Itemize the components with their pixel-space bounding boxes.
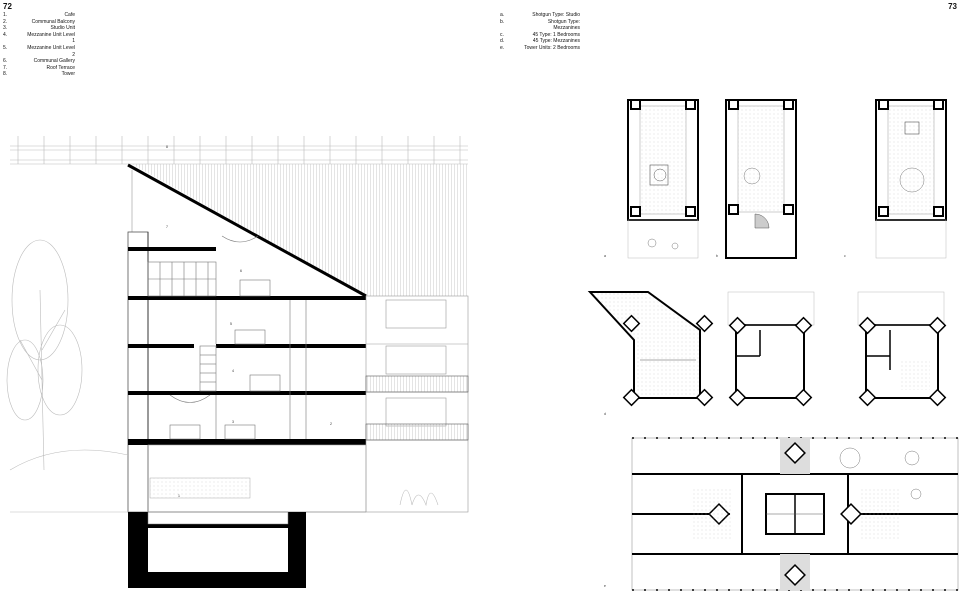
- plan-shotgun-studio: [627, 99, 699, 259]
- slab: [128, 391, 366, 395]
- legend-row: 5.Mezzanine Unit Level 2: [3, 44, 75, 58]
- section-label: 4: [232, 369, 234, 373]
- plan-45-type-mezzanines-b: [857, 291, 947, 407]
- section-label: 8: [166, 145, 168, 149]
- legend-row: a.Shotgun Type: Studio: [500, 12, 580, 18]
- facade-elevation: [365, 295, 469, 513]
- slab: [216, 344, 366, 348]
- plan-label: a: [604, 254, 606, 258]
- plan-legend: a.Shotgun Type: Studio b.Shotgun Type: M…: [500, 12, 580, 52]
- roof-trellis: [10, 136, 468, 165]
- page-number-left: 72: [3, 2, 12, 11]
- legend-row: 7.Roof Terrace: [3, 64, 75, 71]
- plan-shotgun-mezzanines: [725, 99, 797, 259]
- plan-tower-unit-top: [875, 99, 947, 259]
- slab: [128, 296, 366, 300]
- legend-row: c.45 Type: 1 Bedrooms: [500, 31, 580, 38]
- roof-hatch: [132, 164, 468, 296]
- section-label: 5: [230, 322, 232, 326]
- building-section: [6, 136, 469, 588]
- legend-row: 6.Communal Gallery: [3, 58, 75, 65]
- legend-row: 3.Studio Unit: [3, 25, 75, 32]
- slab: [128, 247, 216, 251]
- legend-row: 4.Mezzanine Unit Level 1: [3, 31, 75, 45]
- legend-row: d.45 Type: Mezzanines: [500, 38, 580, 45]
- legend-row: b.Shotgun Type: Mezzanines: [500, 18, 580, 32]
- legend-row: e.Tower Units: 2 Bedrooms: [500, 44, 580, 51]
- section-label: 3: [232, 420, 234, 424]
- plan-45-type-1-bedroom: [587, 291, 714, 407]
- sloped-roof: [127, 163, 367, 298]
- plan-label: e: [604, 584, 606, 588]
- legend-row: 8.Tower: [3, 71, 75, 78]
- section-label: 2: [330, 422, 332, 426]
- section-legend: 1.Cafe 2.Communal Balcony 3.Studio Unit …: [3, 12, 75, 78]
- plan-label: c: [844, 254, 846, 258]
- plan-label: d: [604, 412, 606, 416]
- legend-row: 2.Communal Balcony: [3, 18, 75, 25]
- section-label: 6: [240, 269, 242, 273]
- plan-45-type-mezzanines-a: [727, 291, 815, 407]
- plan-label: b: [716, 254, 718, 258]
- slab: [128, 344, 194, 348]
- legend-row: 1.Cafe: [3, 12, 75, 18]
- section-label: 7: [166, 225, 168, 229]
- section-label: 1: [178, 494, 180, 498]
- page-number-right: 73: [948, 2, 957, 11]
- slab: [128, 439, 366, 445]
- tree-elevation: [6, 239, 439, 513]
- plan-tower-floor: [631, 437, 959, 591]
